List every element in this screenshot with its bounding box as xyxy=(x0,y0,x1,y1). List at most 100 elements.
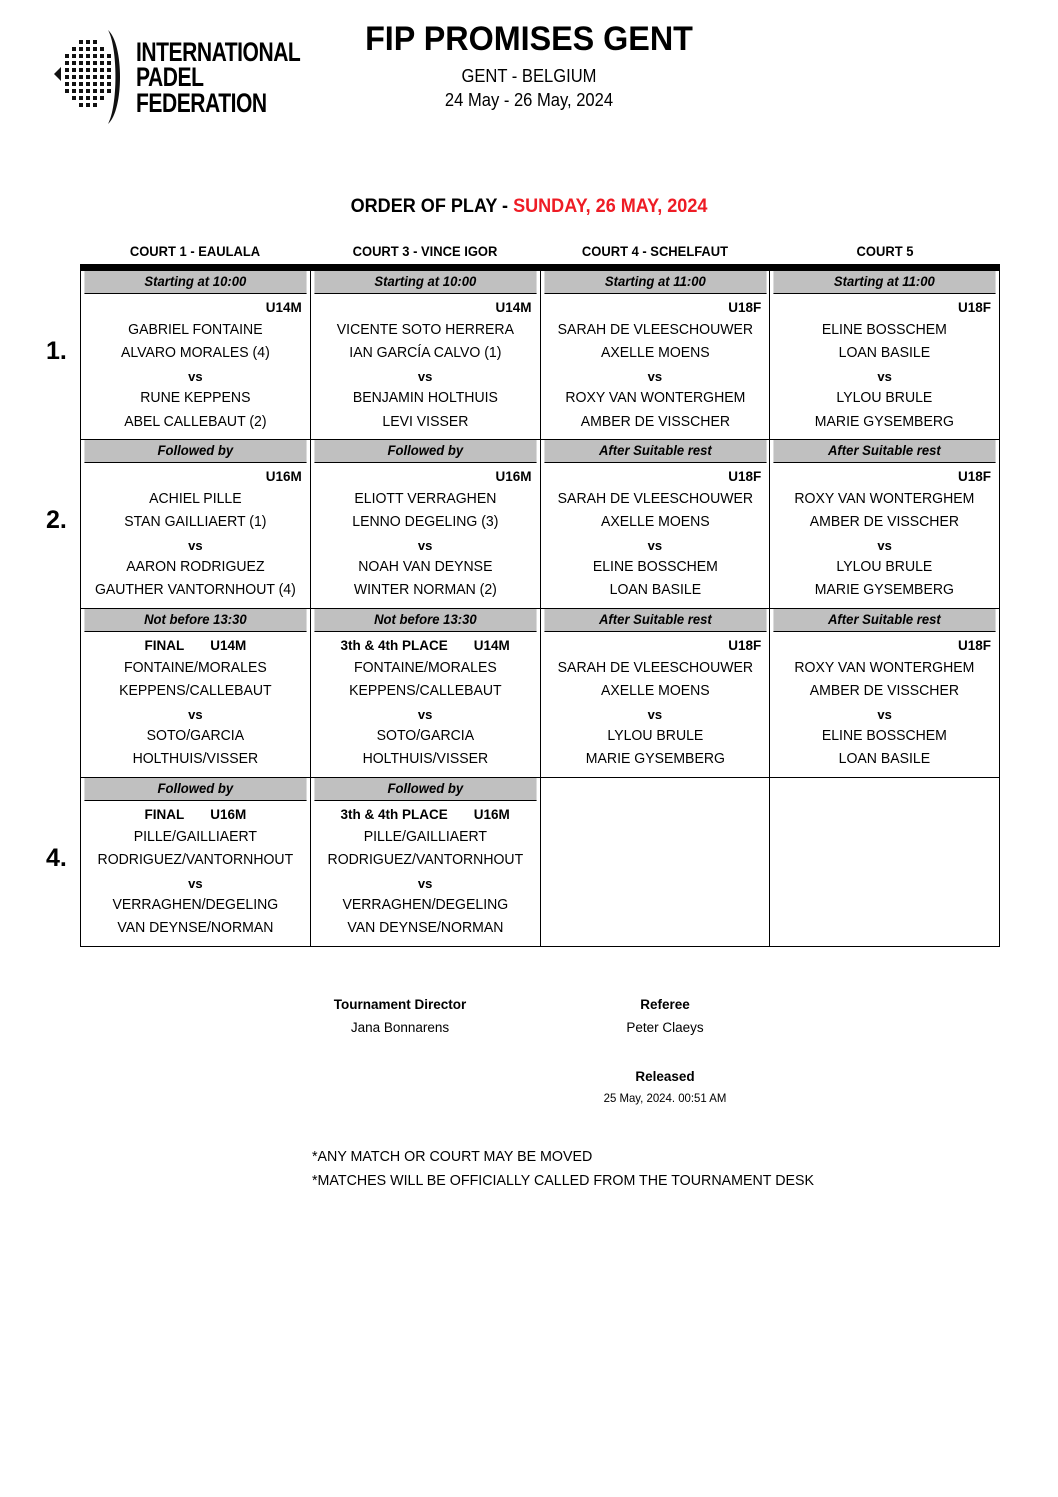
match-category-row: U18F xyxy=(778,297,991,319)
match-category-label: U18F xyxy=(957,300,991,315)
player-name: ROXY VAN WONTERGHEM xyxy=(794,659,975,676)
footer-note-2: *MATCHES WILL BE OFFICIALLY CALLED FROM … xyxy=(312,1172,815,1190)
released-block: Released 25 May, 2024. 00:51 AM xyxy=(560,1069,770,1105)
player-name: BENJAMIN HOLTHUIS xyxy=(352,390,498,407)
versus-separator: vs xyxy=(877,368,892,384)
order-of-play-prefix: ORDER OF PLAY - xyxy=(350,196,514,217)
player-name: PILLE/GAILLIAERT xyxy=(363,828,487,845)
match-stage-label: 3th & 4th PLACE xyxy=(340,637,448,653)
player-name: AXELLE MOENS xyxy=(600,345,710,362)
match-time-band: After Suitable rest xyxy=(773,608,996,632)
match-category-row: U18F xyxy=(549,466,761,488)
order-of-play-day: SUNDAY, 26 MAY, 2024 xyxy=(513,196,708,217)
match-category-label: U16M xyxy=(210,806,247,822)
empty-cell xyxy=(539,776,771,947)
player-name: HOLTHUIS/VISSER xyxy=(362,751,488,768)
match-category-row: U14M xyxy=(89,297,302,319)
player-name: RUNE KEPPENS xyxy=(140,390,251,407)
court-header-row: COURT 1 - EAULALA COURT 3 - VINCE IGOR C… xyxy=(80,244,1000,259)
player-name: AMBER DE VISSCHER xyxy=(809,683,960,700)
match-category-row: U14M xyxy=(319,297,532,319)
versus-separator: vs xyxy=(188,537,203,553)
tournament-title: FIP PROMISES GENT xyxy=(365,20,693,58)
player-name: VERRAGHEN/DEGELING xyxy=(112,896,279,913)
released-section: Released 25 May, 2024. 00:51 AM xyxy=(0,1069,1058,1119)
player-name: KEPPENS/CALLEBAUT xyxy=(348,683,502,700)
footer-notes: *ANY MATCH OR COURT MAY BE MOVED *MATCHE… xyxy=(312,1145,1021,1194)
player-name: LYLOU BRULE xyxy=(836,390,933,407)
match-category-label: U14M xyxy=(473,637,510,653)
tournament-dates: 24 May - 26 May, 2024 xyxy=(444,89,614,110)
player-name: AMBER DE VISSCHER xyxy=(580,413,730,430)
player-name: GABRIEL FONTAINE xyxy=(128,322,263,338)
player-name: IAN GARCÍA CALVO (1) xyxy=(349,345,502,362)
player-name: ALVARO MORALES (4) xyxy=(120,345,270,362)
match-category-label: U18F xyxy=(957,468,991,484)
table-top-rule xyxy=(80,264,1000,270)
player-name: ELINE BOSSCHEM xyxy=(822,322,948,338)
player-name: RODRIGUEZ/VANTORNHOUT xyxy=(97,852,294,869)
referee-block: Referee Peter Claeys xyxy=(560,997,770,1035)
match-category-row: U18F xyxy=(778,635,991,657)
player-name: WINTER NORMAN (2) xyxy=(353,582,497,599)
match-category-row: U18F xyxy=(778,466,991,488)
logo-line-1: INTERNATIONAL xyxy=(136,37,301,68)
logo-line-2: PADEL xyxy=(136,62,204,93)
player-name: SOTO/GARCIA xyxy=(376,727,474,744)
released-label: Released xyxy=(635,1068,695,1084)
versus-separator: vs xyxy=(647,706,663,722)
versus-separator: vs xyxy=(188,706,203,722)
match-category-label: U14M xyxy=(495,300,532,315)
officials-section: Tournament Director Jana Bonnarens Refer… xyxy=(0,997,1058,1057)
federation-logo: INTERNATIONAL PADEL FEDERATION xyxy=(52,26,347,130)
match-category-row: U16M xyxy=(89,466,302,488)
federation-logo-text: INTERNATIONAL PADEL FEDERATION xyxy=(136,37,301,118)
match-category-label: U16M xyxy=(473,806,510,822)
tournament-location: GENT - BELGIUM xyxy=(461,65,597,86)
match-time-band: Followed by xyxy=(314,439,537,463)
row-number-4: 4. xyxy=(46,843,67,872)
match-stage-label: FINAL xyxy=(144,637,185,653)
versus-separator: vs xyxy=(417,706,433,722)
player-name: VAN DEYNSE/NORMAN xyxy=(347,920,504,937)
row-number-1: 1. xyxy=(46,336,67,365)
versus-separator: vs xyxy=(188,875,203,891)
player-name: LEVI VISSER xyxy=(382,413,469,430)
player-name: KEPPENS/CALLEBAUT xyxy=(119,683,272,700)
match-category-label: U16M xyxy=(495,468,532,484)
court-header-1: COURT 1 - EAULALA xyxy=(129,244,261,259)
match-category-row: U18F xyxy=(549,635,761,657)
player-name: ACHIEL PILLE xyxy=(149,490,242,507)
empty-cell xyxy=(769,776,1000,947)
player-name: ELIOTT VERRAGHEN xyxy=(354,490,497,507)
released-timestamp: 25 May, 2024. 00:51 AM xyxy=(603,1090,727,1105)
logo-line-3: FEDERATION xyxy=(136,87,267,118)
